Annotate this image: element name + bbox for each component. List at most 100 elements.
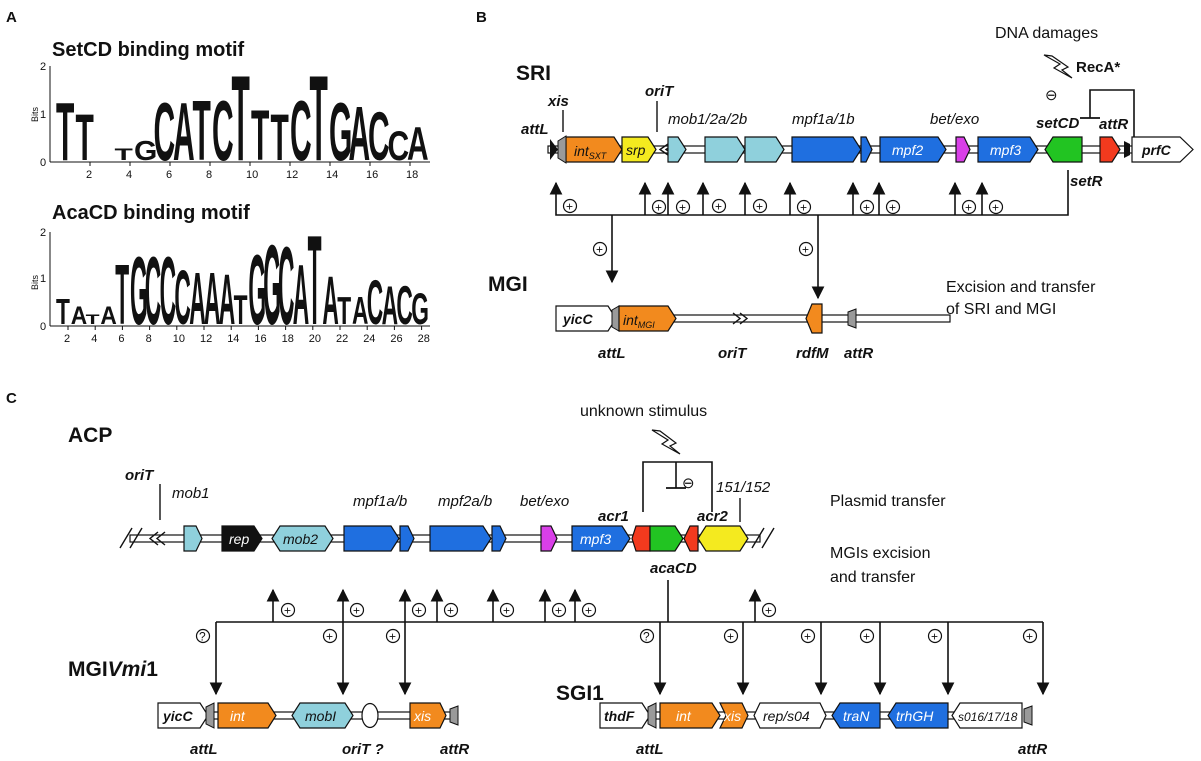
- acp-marker: [551, 602, 567, 618]
- sgi-s016-label: s016/17/18: [958, 710, 1018, 724]
- sri-marker: [859, 199, 875, 215]
- sgi-int-gene: [659, 702, 721, 729]
- dna-damage-label: DNA damages: [995, 25, 1098, 42]
- acp-marker-symbol: +: [765, 604, 772, 618]
- logo-letter: A: [382, 274, 398, 335]
- acp-mob2-label: mob2: [283, 531, 318, 547]
- mgi-rdfM-gene: [805, 303, 823, 334]
- sri-xis-label: xis: [547, 93, 569, 110]
- mgivmi-oriT-site: [361, 702, 379, 729]
- acp-stimulus-label: unknown stimulus: [580, 403, 707, 420]
- logo-letter: G: [134, 136, 157, 167]
- acp-oriT-chevron-icon: [148, 531, 166, 546]
- logo-letter: C: [396, 274, 412, 335]
- logo-letter: T: [337, 289, 351, 333]
- acp-note-line2a: MGIs excision: [830, 545, 930, 562]
- acp-marker-symbol: +: [727, 630, 734, 644]
- logo-letter: C: [290, 83, 312, 179]
- setcd-ytick-0: 0: [40, 157, 46, 169]
- mgivmi-attR-label: attR: [440, 741, 469, 758]
- sri-oriT-label: oriT: [645, 83, 675, 100]
- sri-marker: [675, 199, 691, 215]
- acp-betexo-gene: [540, 525, 558, 552]
- sri-prfC-gene: [1131, 136, 1194, 163]
- mgivmi-attL-label: attL: [190, 741, 218, 758]
- sri-int-label: intSXT: [574, 143, 608, 161]
- mgivmi-int-label: int: [230, 708, 246, 724]
- panel-label-c: C: [6, 390, 17, 407]
- logo-letter: T: [86, 312, 101, 327]
- sri-marker-symbol: +: [566, 200, 573, 214]
- setcd-motif-title: SetCD binding motif: [52, 39, 245, 61]
- acp-marker: [723, 628, 739, 644]
- sgi-trhGH-label: trhGH: [896, 708, 934, 724]
- sri-srp-gene: [621, 136, 657, 163]
- logo-letter: C: [368, 99, 390, 176]
- acacd-xtick: 20: [309, 333, 321, 345]
- sri-marker-symbol: +: [756, 200, 763, 214]
- logo-letter: A: [219, 261, 235, 341]
- sri-marker: [796, 199, 812, 215]
- mgivmi-mobI-label: mobI: [305, 708, 336, 724]
- reca-label: RecA*: [1076, 59, 1120, 76]
- acp-marker: [443, 602, 459, 618]
- acacd-xtick: 14: [227, 333, 239, 345]
- acp-mpf3-gene: [571, 525, 631, 552]
- acp-mpf2-label: mpf2a/b: [438, 493, 492, 510]
- logo-letter: C: [145, 237, 161, 344]
- acp-acaCD-gene: [649, 525, 684, 552]
- logo-letter: C: [174, 255, 190, 342]
- logo-letter: A: [71, 302, 87, 330]
- sgi-title: SGI1: [556, 682, 604, 705]
- mgi-attR-label: attR: [844, 345, 873, 362]
- mgi-oriT-label: oriT: [718, 345, 748, 362]
- acp-regulation-line: [642, 461, 713, 512]
- logo-letter: A: [204, 256, 220, 340]
- logo-letter: T: [251, 95, 269, 176]
- sri-setR-gene: [1099, 136, 1121, 163]
- mgivmi-xis-label: xis: [413, 708, 431, 724]
- setcd-ylabel: Bits: [30, 106, 40, 122]
- sri-mob2a-gene: [704, 136, 746, 163]
- acp-marker: [581, 602, 597, 618]
- sri-marker-symbol: +: [596, 243, 603, 257]
- sgi-s016-gene: [951, 702, 1023, 729]
- logo-letter: A: [100, 302, 116, 330]
- sri-mob2b-gene: [744, 136, 785, 163]
- mgi-note-line1: Excision and transfer: [946, 279, 1096, 296]
- mgi-int-label: intMGI: [623, 312, 655, 330]
- acp-betexo-label: bet/exo: [520, 493, 569, 510]
- mgivmi-int-gene: [217, 702, 277, 729]
- acp-marker-symbol: +: [555, 604, 562, 618]
- acacd-xtick: 18: [282, 333, 294, 345]
- setcd-xtick: 10: [246, 169, 258, 181]
- acp-marker-symbol: +: [284, 604, 291, 618]
- logo-letter: T: [56, 293, 70, 332]
- sri-setR-label: setR: [1070, 173, 1103, 190]
- setcd-xtick: 18: [406, 169, 418, 181]
- sri-marker: [562, 198, 578, 214]
- sri-srp-label: srp: [626, 142, 646, 158]
- acp-rep-gene: [221, 525, 263, 552]
- logo-letter: C: [212, 83, 234, 179]
- panel-label-a: A: [6, 9, 17, 26]
- setcd-xtick: 16: [366, 169, 378, 181]
- setcd-ytick-1: 1: [40, 109, 46, 121]
- acp-oriT-label: oriT: [125, 467, 155, 484]
- logo-letter: C: [154, 87, 176, 179]
- logo-letter: T: [232, 50, 250, 186]
- sri-mpf3-gene: [977, 136, 1039, 163]
- sgi-thdF-gene: [599, 702, 651, 729]
- acp-note-line2b: and transfer: [830, 569, 916, 586]
- acacd-xtick: 12: [200, 333, 212, 345]
- acp-marker: [761, 602, 777, 618]
- acp-mob2-gene: [271, 525, 334, 552]
- mgi-note-line2: of SRI and MGI: [946, 301, 1056, 318]
- mgi-attL-label: attL: [598, 345, 626, 362]
- sri-marker: [651, 199, 667, 215]
- sgi-rep-gene: [753, 702, 827, 729]
- sri-betexo-gene: [955, 136, 971, 163]
- logo-letter: C: [388, 122, 410, 169]
